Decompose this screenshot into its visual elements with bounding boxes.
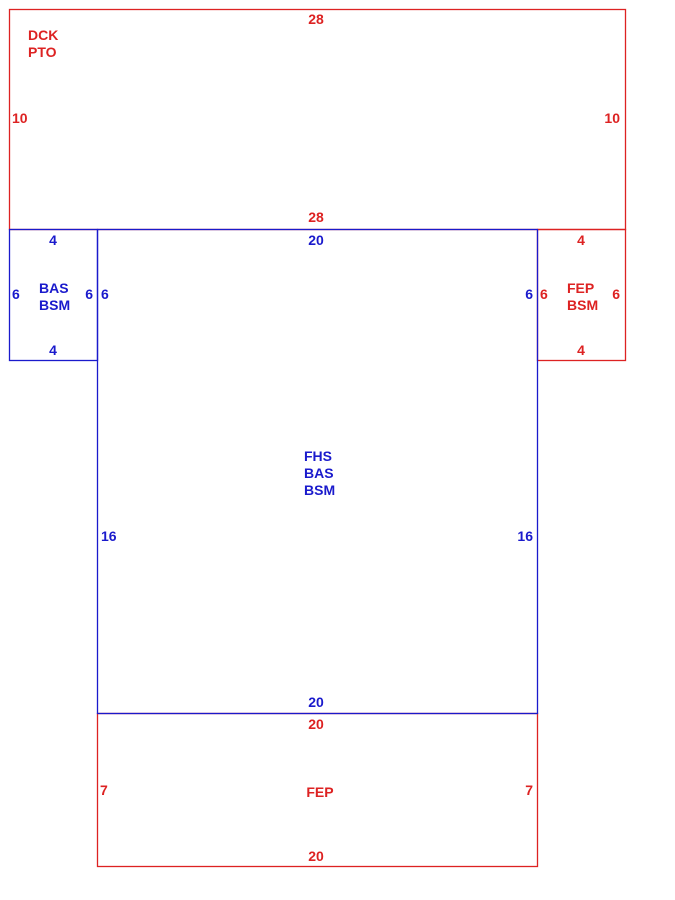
deck-label-line1: DCK	[28, 27, 58, 43]
main-house-area: FHS BAS BSM 20 20 6 6 16 16	[96, 228, 539, 715]
right-room-label-line1: FEP	[567, 280, 594, 296]
deck-top-dimension: 28	[308, 11, 324, 27]
main-house-top-dimension: 20	[308, 232, 324, 248]
left-room-top-dimension: 4	[49, 232, 57, 248]
right-room-area: FEP BSM 4 4 6 6	[536, 228, 627, 362]
main-house-label-line3: BSM	[304, 482, 335, 498]
porch-right-dimension: 7	[525, 782, 533, 798]
main-house-bottom-dimension: 20	[308, 694, 324, 710]
deck-outline	[8, 8, 627, 231]
right-room-right-dimension: 6	[612, 286, 620, 302]
left-room-right-dimension: 6	[85, 286, 93, 302]
right-room-bottom-dimension: 4	[577, 342, 585, 358]
right-room-top-dimension: 4	[577, 232, 585, 248]
porch-area: FEP 20 20 7 7	[96, 712, 539, 868]
main-house-label-line1: FHS	[304, 448, 332, 464]
left-room-area: BAS BSM 4 4 6 6	[8, 228, 99, 362]
left-room-left-dimension: 6	[12, 286, 20, 302]
porch-bottom-dimension: 20	[308, 848, 324, 864]
left-room-bottom-dimension: 4	[49, 342, 57, 358]
main-house-left-upper-dimension: 6	[101, 286, 109, 302]
deck-left-dimension: 10	[12, 110, 28, 126]
deck-label-line2: PTO	[28, 44, 57, 60]
main-house-label-line2: BAS	[304, 465, 334, 481]
main-house-right-dimension: 16	[517, 528, 533, 544]
main-house-left-dimension: 16	[101, 528, 117, 544]
porch-label: FEP	[306, 784, 333, 800]
main-house-outline	[96, 228, 539, 715]
main-house-right-upper-dimension: 6	[525, 286, 533, 302]
porch-left-dimension: 7	[100, 782, 108, 798]
right-room-left-dimension: 6	[540, 286, 548, 302]
left-room-label-line2: BSM	[39, 297, 70, 313]
porch-top-dimension: 20	[308, 716, 324, 732]
deck-bottom-dimension: 28	[308, 209, 324, 225]
deck-right-dimension: 10	[604, 110, 620, 126]
left-room-label-line1: BAS	[39, 280, 69, 296]
deck-area: DCK PTO 28 28 10 10	[8, 8, 627, 231]
right-room-label-line2: BSM	[567, 297, 598, 313]
